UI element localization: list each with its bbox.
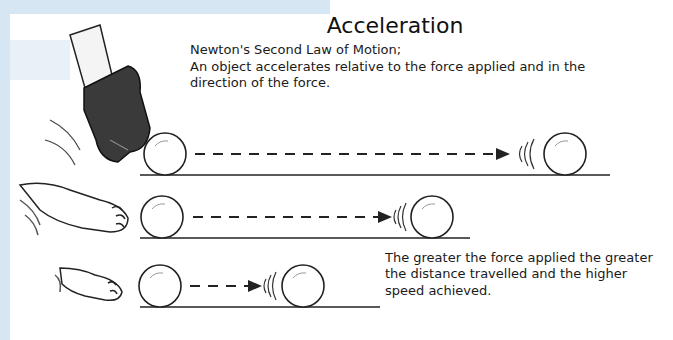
arrow-head [496, 148, 510, 160]
law-text: An object accelerates relative to the fo… [190, 59, 635, 92]
background-band [0, 0, 10, 340]
ball [144, 133, 186, 175]
note-text: The greater the force applied the greate… [385, 250, 667, 299]
bare-foot [20, 183, 128, 235]
motion-marks [394, 203, 406, 231]
small-foot [55, 268, 122, 300]
background-band [0, 0, 330, 14]
dashed-arrow [195, 153, 498, 155]
background-band [10, 40, 70, 80]
ground-lines [140, 175, 610, 307]
ball [141, 196, 183, 238]
law-heading: Newton's Second Law of Motion; [190, 42, 630, 58]
shoe-kick [45, 25, 150, 165]
ball [282, 265, 324, 307]
dashed-arrow [193, 216, 380, 218]
arrow-head [378, 211, 392, 223]
ball [139, 265, 181, 307]
motion-marks [264, 272, 276, 300]
motion-marks [520, 139, 535, 169]
diagram-title: Acceleration [280, 12, 510, 40]
ball [411, 196, 453, 238]
dashed-arrow [190, 285, 250, 287]
arrow-head [248, 280, 262, 292]
ball [544, 133, 586, 175]
